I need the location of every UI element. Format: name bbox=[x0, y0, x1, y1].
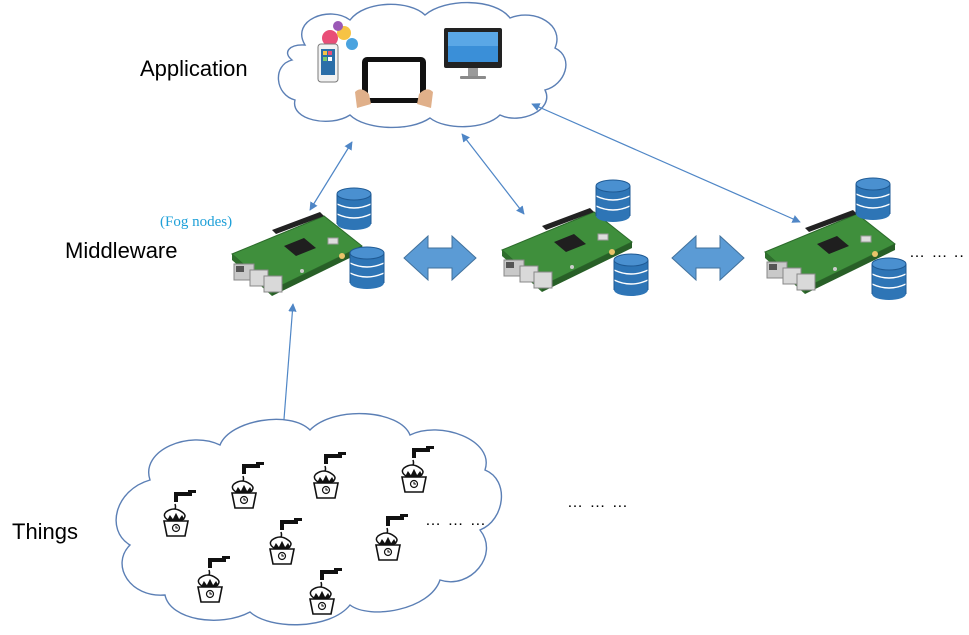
database-icon bbox=[855, 177, 891, 221]
fog-node-1 bbox=[231, 187, 385, 297]
fog-node-2 bbox=[501, 179, 649, 297]
things-label: Things bbox=[12, 519, 79, 544]
connector-app-node2 bbox=[461, 133, 525, 215]
application-label: Application bbox=[140, 56, 248, 81]
smartphone-icon bbox=[317, 21, 358, 83]
connector-app-node3 bbox=[531, 103, 801, 223]
connector-node1-things bbox=[279, 303, 297, 433]
fog-node-3 bbox=[764, 177, 907, 301]
database-icon bbox=[595, 179, 631, 223]
connector-app-node1 bbox=[309, 141, 353, 211]
database-icon bbox=[336, 187, 372, 231]
database-icon bbox=[613, 253, 649, 297]
fog-link-arrow-2 bbox=[671, 234, 745, 282]
middleware-label: Middleware bbox=[65, 238, 178, 263]
fog-link-arrow-1 bbox=[403, 234, 477, 282]
tablet-icon bbox=[355, 57, 433, 108]
things-inner-ellipsis: … … … bbox=[425, 512, 487, 529]
database-icon bbox=[871, 257, 907, 301]
things-outer-ellipsis: … … … bbox=[567, 494, 629, 511]
fog-nodes-label: (Fog nodes) bbox=[160, 214, 233, 230]
middleware-more-ellipsis: … … .. bbox=[909, 244, 965, 261]
things-cloud bbox=[115, 412, 502, 626]
monitor-icon bbox=[444, 28, 502, 79]
database-icon bbox=[349, 246, 385, 290]
